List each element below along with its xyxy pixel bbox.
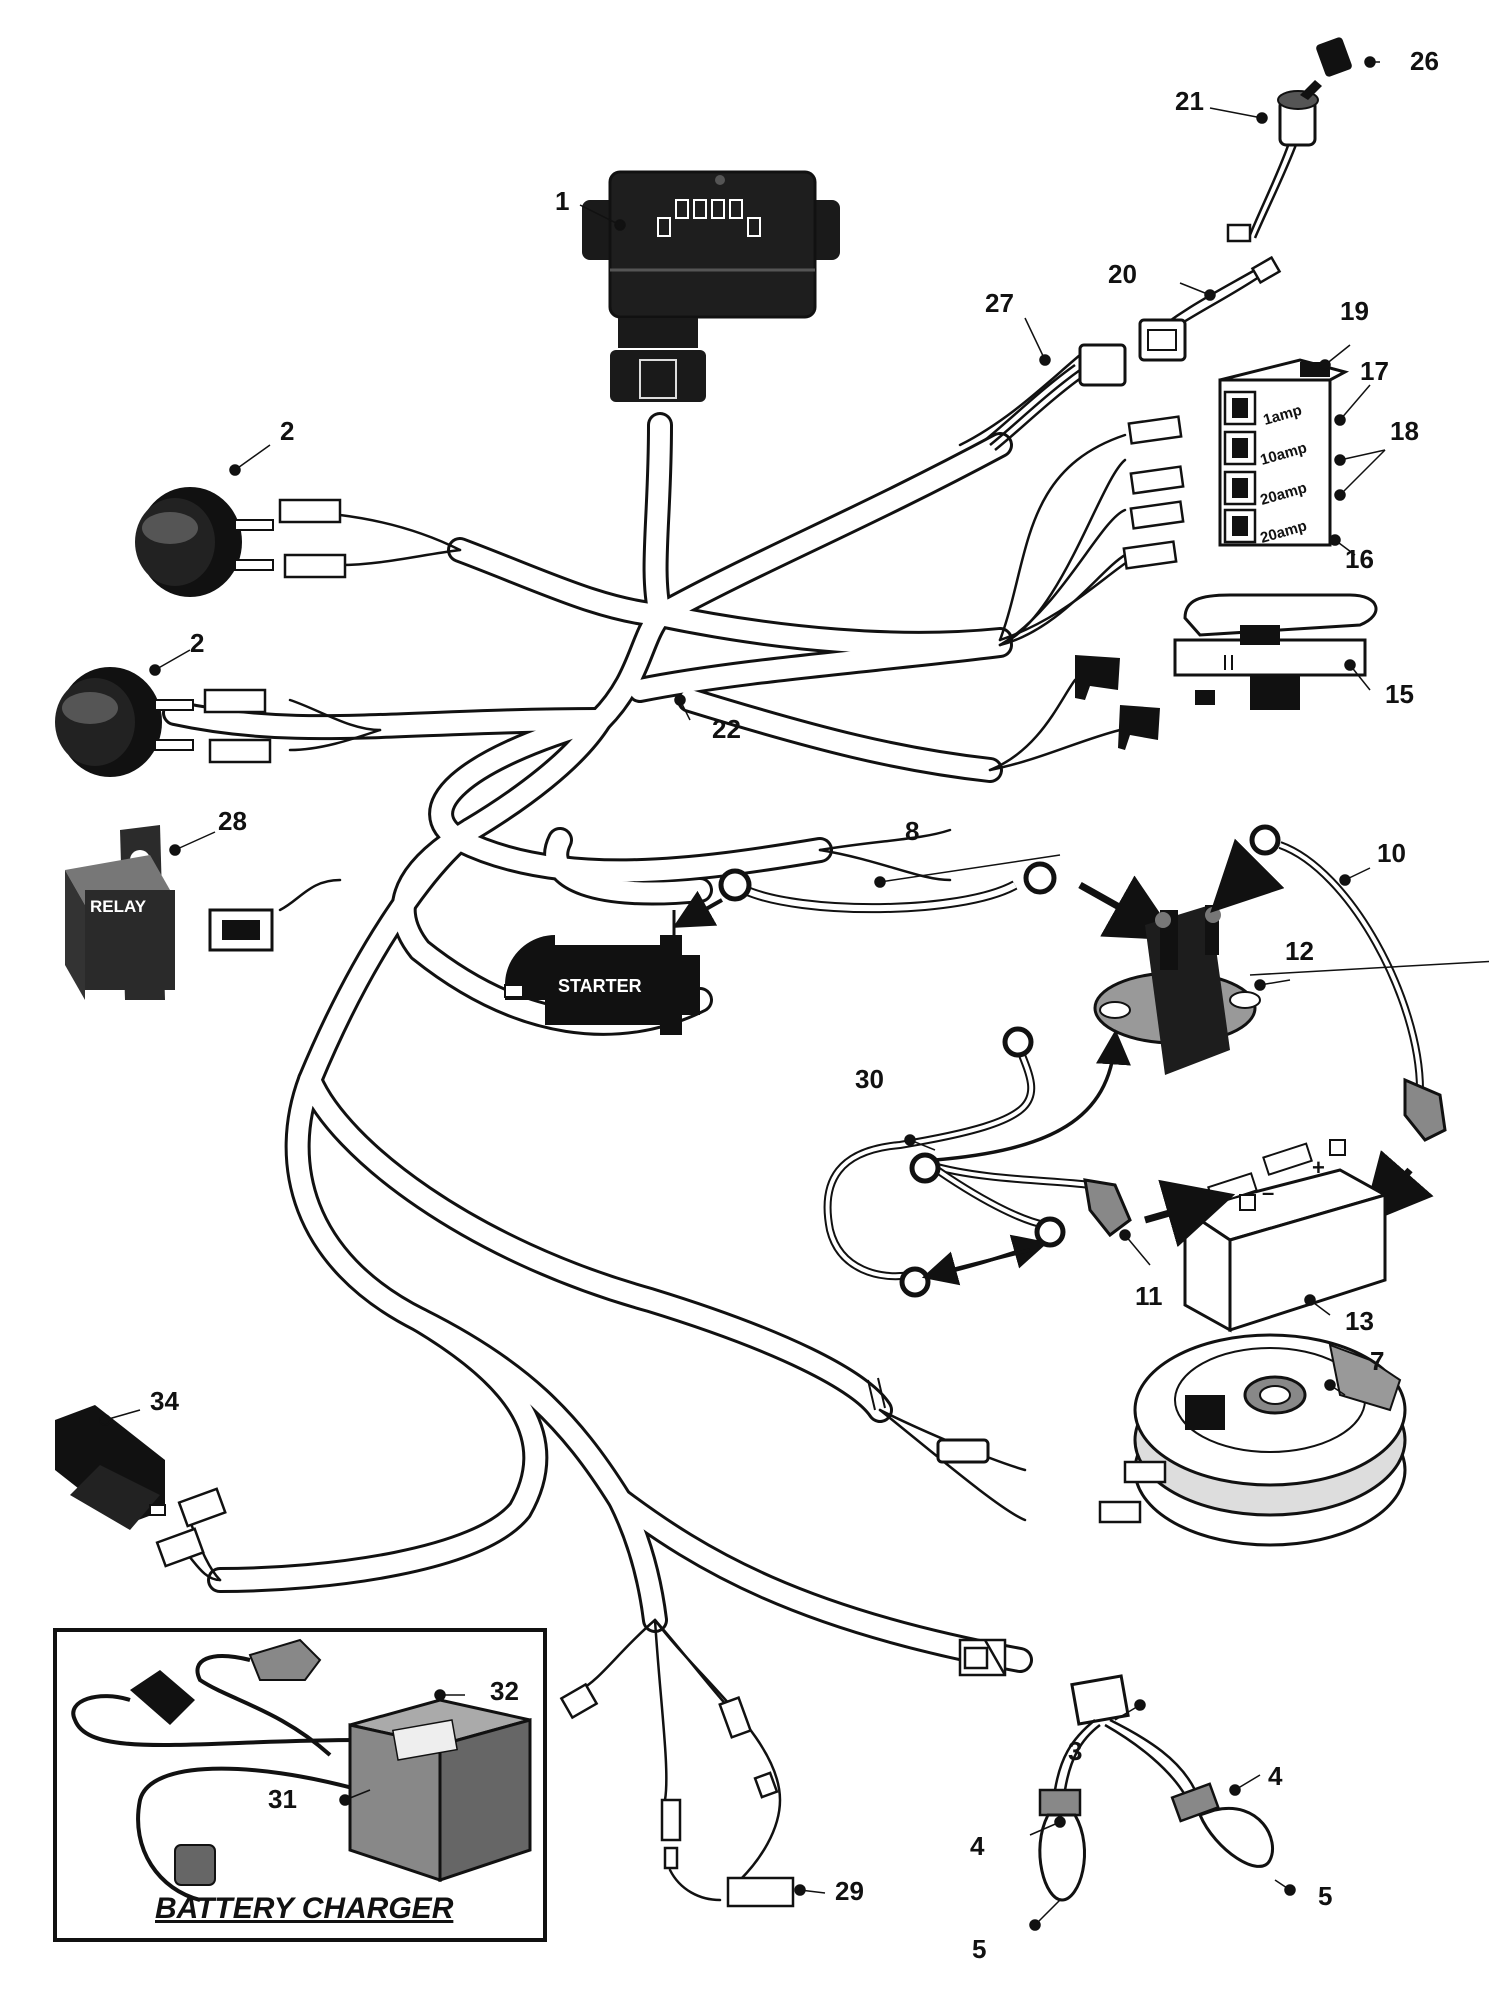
fuse-leads [1122,415,1185,570]
relay-label: RELAY [90,897,147,916]
callout-11: 11 [1135,1281,1163,1311]
callout-labels: 1 2 2 3 4 4 5 5 7 8 10 11 12 13 15 16 17… [150,46,1439,1964]
callout-5b: 5 [972,1934,986,1964]
display-module [582,170,840,402]
callout-19: 19 [1340,296,1369,326]
callout-34: 34 [150,1386,179,1416]
callout-32: 32 [490,1676,519,1706]
starter-motor: STARTER [504,910,700,1035]
callout-4b: 4 [970,1831,985,1861]
light-harness [1038,1674,1275,1902]
safety-switch [1173,593,1378,710]
callout-7: 7 [1370,1346,1384,1376]
pto-clutch [1133,1333,1407,1547]
callout-16: 16 [1345,544,1374,574]
callout-30: 30 [855,1064,884,1094]
battery-charger-caption: BATTERY CHARGER [155,1892,454,1925]
callout-27: 27 [985,288,1014,318]
battery-cable [672,861,1179,941]
starter-label: STARTER [558,976,642,996]
callout-21: 21 [1175,86,1204,116]
callout-15: 15 [1385,679,1414,709]
callout-leaders [99,56,1489,1931]
callout-1: 1 [555,186,569,216]
callout-13: 13 [1345,1306,1374,1336]
relay: RELAY [65,825,274,1000]
push-button-switch-upper [135,487,347,597]
callout-22: 22 [712,714,741,744]
callout-2a: 2 [280,416,294,446]
push-button-switch-lower [55,667,272,777]
callout-4a: 4 [1268,1761,1283,1791]
callout-18: 18 [1390,416,1419,446]
clutch-leads [867,1377,1167,1524]
seat-switch [55,1405,227,1568]
ground-cable [1278,841,1447,1226]
battery: + – [1181,1139,1389,1333]
callout-12: 12 [1285,936,1314,966]
fuse-block: 1amp 10amp 20amp 20amp [1218,358,1350,547]
callout-8: 8 [905,816,919,846]
key-switch-assembly [984,37,1352,451]
switch-terminals [1075,655,1160,750]
battery-charger-inset: BATTERY CHARGER [53,1628,547,1942]
battery-minus-label: – [1262,1180,1274,1205]
battery-plus-label: + [1312,1155,1325,1180]
callout-29: 29 [835,1876,864,1906]
callout-28: 28 [218,806,247,836]
callout-17: 17 [1360,356,1389,386]
callout-26: 26 [1410,46,1439,76]
callout-2b: 2 [190,628,204,658]
negative-cable-set [823,1026,1236,1298]
callout-31: 31 [268,1784,297,1814]
callout-10: 10 [1377,838,1406,868]
lower-connectors [559,1638,1007,1908]
callout-5a: 5 [1318,1881,1332,1911]
callout-20: 20 [1108,259,1137,289]
starter-solenoid [1093,824,1285,1075]
callout-3: 3 [1068,1736,1082,1766]
